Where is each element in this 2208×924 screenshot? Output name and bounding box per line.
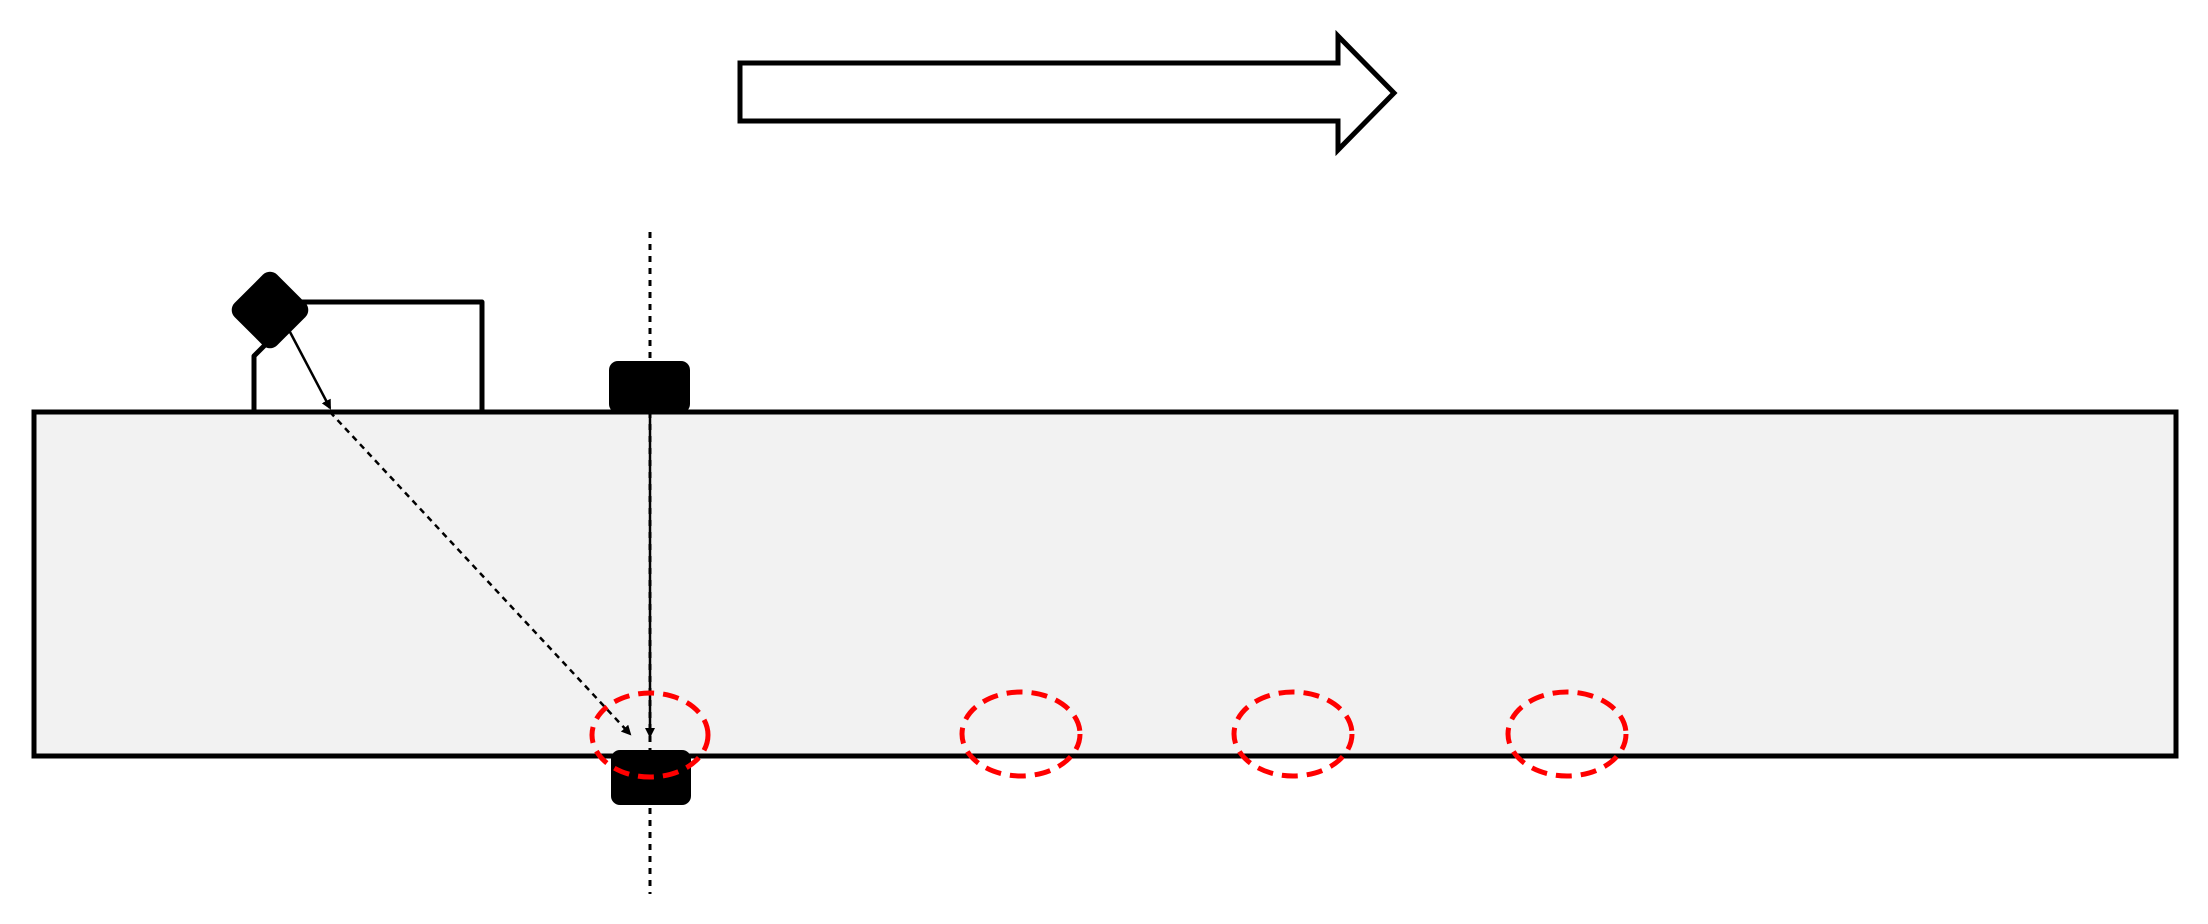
defect-marker-3 (1231, 689, 1355, 779)
angle-beam-entry (288, 331, 332, 410)
scan-direction-arrow (737, 29, 1398, 157)
angle-beam-path (329, 411, 632, 736)
top-normal-probe (609, 361, 690, 413)
defect-marker-1 (589, 690, 711, 780)
test-specimen-plate (31, 409, 2179, 759)
defect-marker-4 (1505, 689, 1629, 779)
angle-beam-probe (231, 271, 309, 349)
defect-marker-2 (959, 689, 1083, 779)
